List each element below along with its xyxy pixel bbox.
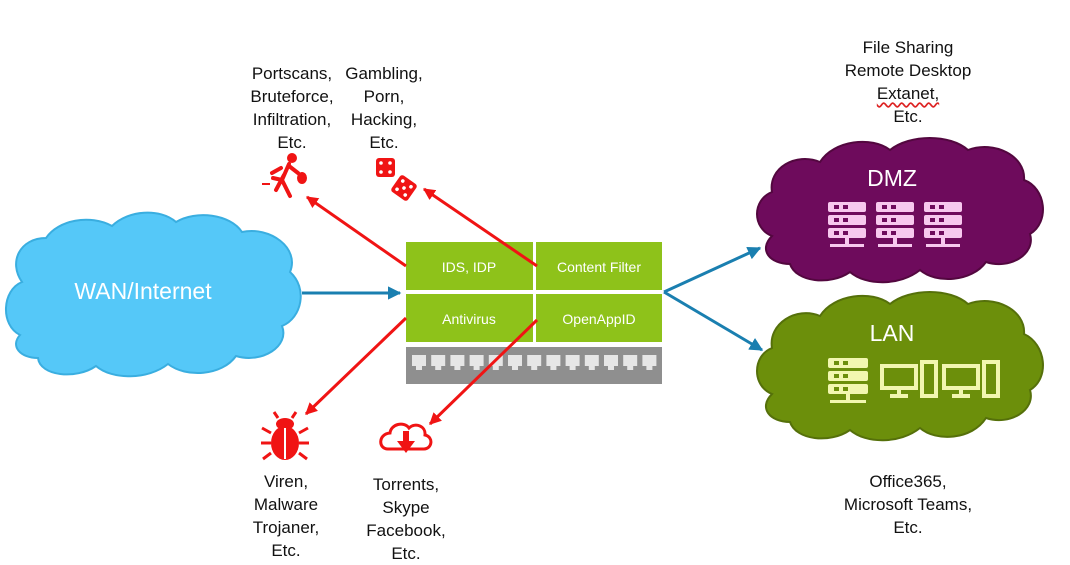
attack-line-4: Etc. — [277, 133, 307, 152]
switch-port-tab — [569, 366, 576, 370]
malware-line-3: Trojaner, — [252, 518, 320, 537]
attack-line-2: Bruteforce, — [250, 87, 334, 106]
gambling-line-2: Porn, — [363, 87, 405, 106]
running-thief-icon — [262, 153, 307, 198]
switch-port — [508, 355, 522, 366]
module-antivirus — [406, 294, 533, 342]
switch-port-tab — [531, 366, 538, 370]
dmz-label: DMZ — [867, 165, 917, 191]
attack-line-1: Portscans, — [251, 64, 333, 83]
module-content-filter — [536, 242, 662, 290]
switch-port — [584, 355, 599, 366]
switch-port — [412, 355, 426, 366]
switch-port-tab — [588, 366, 595, 370]
openappid-arrow — [428, 318, 539, 426]
firewall: IDS, IDP Content Filter Antivirus OpenAp… — [406, 242, 662, 384]
wan-label: WAN/Internet — [74, 278, 212, 304]
lan-service-line-2: Microsoft Teams, — [843, 495, 973, 514]
lan-services-label: Office365, Microsoft Teams, Etc. — [828, 470, 988, 539]
malware-label: Viren, Malware Trojaner, Etc. — [238, 470, 334, 562]
attack-line-3: Infiltration, — [252, 110, 332, 129]
gambling-line-4: Etc. — [369, 133, 399, 152]
network-links — [302, 246, 764, 352]
switch-port — [623, 355, 638, 366]
switch-port — [450, 355, 465, 366]
module-openappid — [536, 294, 662, 342]
apps-label: Torrents, Skype Facebook, Etc. — [356, 473, 456, 565]
switch-port — [431, 355, 446, 366]
dmz-service-line-2: Remote Desktop — [844, 61, 972, 80]
switch-port-tab — [608, 366, 614, 370]
switch-port — [604, 355, 618, 366]
module-content-filter-label: Content Filter — [557, 259, 641, 275]
switch-port-tab — [435, 366, 442, 370]
workstation-icon — [880, 360, 938, 398]
lan-service-line-1: Office365, — [869, 472, 947, 491]
switch-port — [642, 355, 657, 366]
bug-icon — [261, 411, 309, 461]
switch-port-tab — [550, 366, 557, 370]
switch-port-tab — [492, 366, 499, 370]
lan-service-line-3: Etc. — [893, 518, 923, 537]
module-openappid-label: OpenAppID — [562, 311, 635, 327]
workstation-icon — [942, 360, 1000, 398]
module-antivirus-label: Antivirus — [442, 311, 496, 327]
switch-port-tab — [416, 366, 422, 370]
switch-port-tab — [454, 366, 461, 370]
content-filter-arrow — [423, 187, 538, 268]
attack-types-label: Portscans, Bruteforce, Infiltration, Etc… — [243, 62, 341, 154]
threat-arrows — [304, 187, 539, 426]
antivirus-arrow — [304, 316, 408, 416]
lan-label: LAN — [870, 320, 915, 346]
dmz-service-line-3-text: Extanet, — [876, 84, 940, 103]
switch-port-tab — [473, 366, 480, 370]
switch-port-tab — [512, 366, 518, 370]
switch-port-tab — [627, 366, 634, 370]
module-ids-label: IDS, IDP — [442, 259, 496, 275]
malware-line-1: Viren, — [263, 472, 309, 491]
apps-line-2: Skype — [382, 498, 430, 517]
switch-port — [469, 355, 484, 366]
dmz-services-label: File Sharing Remote Desktop Extanet, Etc… — [828, 36, 988, 128]
gambling-label: Gambling, Porn, Hacking, Etc. — [338, 62, 430, 154]
dmz-service-line-3: Extanet, — [828, 82, 988, 105]
wan-cloud: WAN/Internet — [5, 211, 302, 378]
malware-line-2: Malware — [253, 495, 319, 514]
ids-threat-arrow — [306, 195, 407, 268]
cloud-download-icon — [379, 422, 433, 453]
apps-line-3: Facebook, — [366, 521, 446, 540]
malware-line-4: Etc. — [271, 541, 301, 560]
switch-port — [565, 355, 580, 366]
apps-line-4: Etc. — [391, 544, 421, 563]
switch-port — [527, 355, 542, 366]
gambling-line-3: Hacking, — [350, 110, 418, 129]
switch-port-tab — [646, 366, 653, 370]
lan-link-arrow — [663, 290, 764, 352]
switch-port — [546, 355, 561, 366]
gambling-line-1: Gambling, — [345, 64, 423, 83]
dmz-link-arrow — [663, 246, 762, 294]
dmz-service-line-4: Etc. — [893, 107, 923, 126]
apps-line-1: Torrents, — [372, 475, 440, 494]
dice-icon — [376, 158, 417, 201]
dmz-service-line-1: File Sharing — [862, 38, 954, 57]
